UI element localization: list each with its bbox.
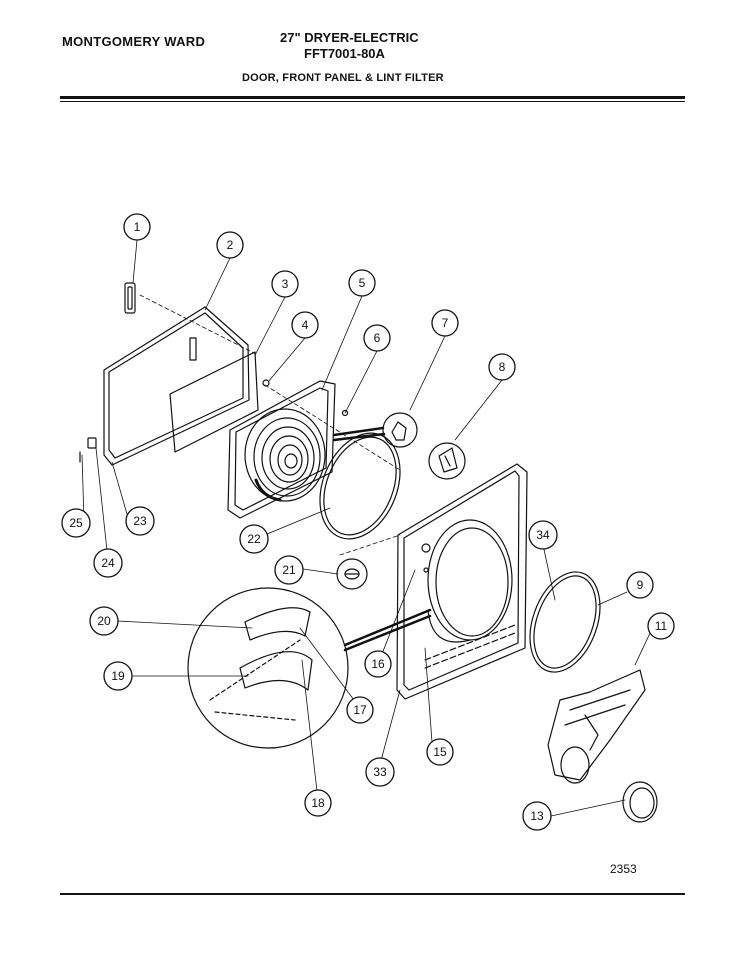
svg-text:9: 9 — [637, 578, 644, 592]
svg-text:4: 4 — [302, 318, 309, 332]
part-door-handle — [124, 282, 136, 314]
callout-24: 24 — [93, 548, 123, 578]
callout-22: 22 — [239, 524, 269, 554]
model-title: 27" DRYER-ELECTRIC FFT7001-80A — [280, 30, 419, 62]
svg-text:2: 2 — [227, 238, 234, 252]
callout-16: 16 — [364, 650, 392, 678]
callout-17: 17 — [346, 696, 374, 724]
callout-6: 6 — [363, 324, 391, 352]
svg-text:13: 13 — [530, 809, 544, 823]
callout-25: 25 — [61, 508, 91, 538]
callout-20: 20 — [89, 606, 119, 636]
part-lint-filter-panel — [227, 380, 336, 519]
svg-text:5: 5 — [359, 276, 366, 290]
detail-8 — [428, 442, 466, 480]
callout-5: 5 — [348, 269, 376, 297]
part-inner-door-panel — [169, 351, 259, 453]
callout-19: 19 — [103, 661, 133, 691]
part-duct-ring — [622, 781, 658, 823]
callout-18: 18 — [304, 789, 332, 817]
svg-text:23: 23 — [133, 514, 147, 528]
svg-text:6: 6 — [374, 331, 381, 345]
part-panel-screw — [341, 409, 349, 417]
leader-lines — [81, 239, 652, 817]
svg-text:8: 8 — [499, 360, 506, 374]
callout-8: 8 — [488, 353, 516, 381]
callout-15: 15 — [426, 738, 454, 766]
callout-2: 2 — [216, 231, 244, 259]
svg-text:34: 34 — [536, 528, 550, 542]
callout-13: 13 — [522, 801, 552, 831]
callout-9: 9 — [626, 571, 654, 599]
callout-3: 3 — [271, 270, 299, 298]
part-front-panel — [396, 463, 528, 700]
callout-1: 1 — [123, 213, 151, 241]
svg-text:21: 21 — [282, 563, 296, 577]
model-line-2: FFT7001-80A — [304, 46, 385, 61]
svg-text:17: 17 — [353, 703, 367, 717]
callout-33: 33 — [365, 757, 395, 787]
svg-text:20: 20 — [97, 614, 111, 628]
part-hinge-screws — [79, 437, 97, 463]
brand-name: MONTGOMERY WARD — [62, 34, 206, 49]
part-screw — [262, 379, 270, 387]
detail-magnified-seal — [187, 587, 432, 749]
part-outer-door — [103, 306, 250, 466]
callout-34: 34 — [528, 520, 558, 550]
svg-text:19: 19 — [111, 669, 125, 683]
svg-text:1: 1 — [134, 220, 141, 234]
callout-21: 21 — [274, 555, 304, 585]
part-drum-seal — [529, 571, 601, 673]
footer-rule — [60, 893, 685, 895]
callout-4: 4 — [291, 311, 319, 339]
header-rule-thick — [60, 96, 685, 99]
svg-text:18: 18 — [311, 796, 325, 810]
detail-21 — [336, 558, 368, 590]
svg-text:33: 33 — [373, 765, 387, 779]
svg-text:11: 11 — [655, 619, 668, 633]
part-lint-duct — [547, 669, 646, 784]
svg-text:25: 25 — [69, 516, 83, 530]
header-rule-thin — [60, 101, 685, 102]
svg-text:22: 22 — [247, 532, 261, 546]
part-door-seal — [319, 432, 401, 540]
svg-text:24: 24 — [101, 556, 115, 570]
page-number: 2353 — [610, 862, 637, 876]
detail-7 — [332, 412, 418, 448]
svg-text:7: 7 — [442, 316, 449, 330]
svg-text:3: 3 — [282, 277, 289, 291]
svg-text:16: 16 — [371, 657, 385, 671]
model-line-1: 27" DRYER-ELECTRIC — [280, 30, 419, 45]
callout-23: 23 — [125, 506, 155, 536]
svg-text:15: 15 — [433, 745, 447, 759]
callout-7: 7 — [431, 309, 459, 337]
section-title: DOOR, FRONT PANEL & LINT FILTER — [242, 72, 444, 84]
callout-11: 11 — [647, 612, 675, 640]
